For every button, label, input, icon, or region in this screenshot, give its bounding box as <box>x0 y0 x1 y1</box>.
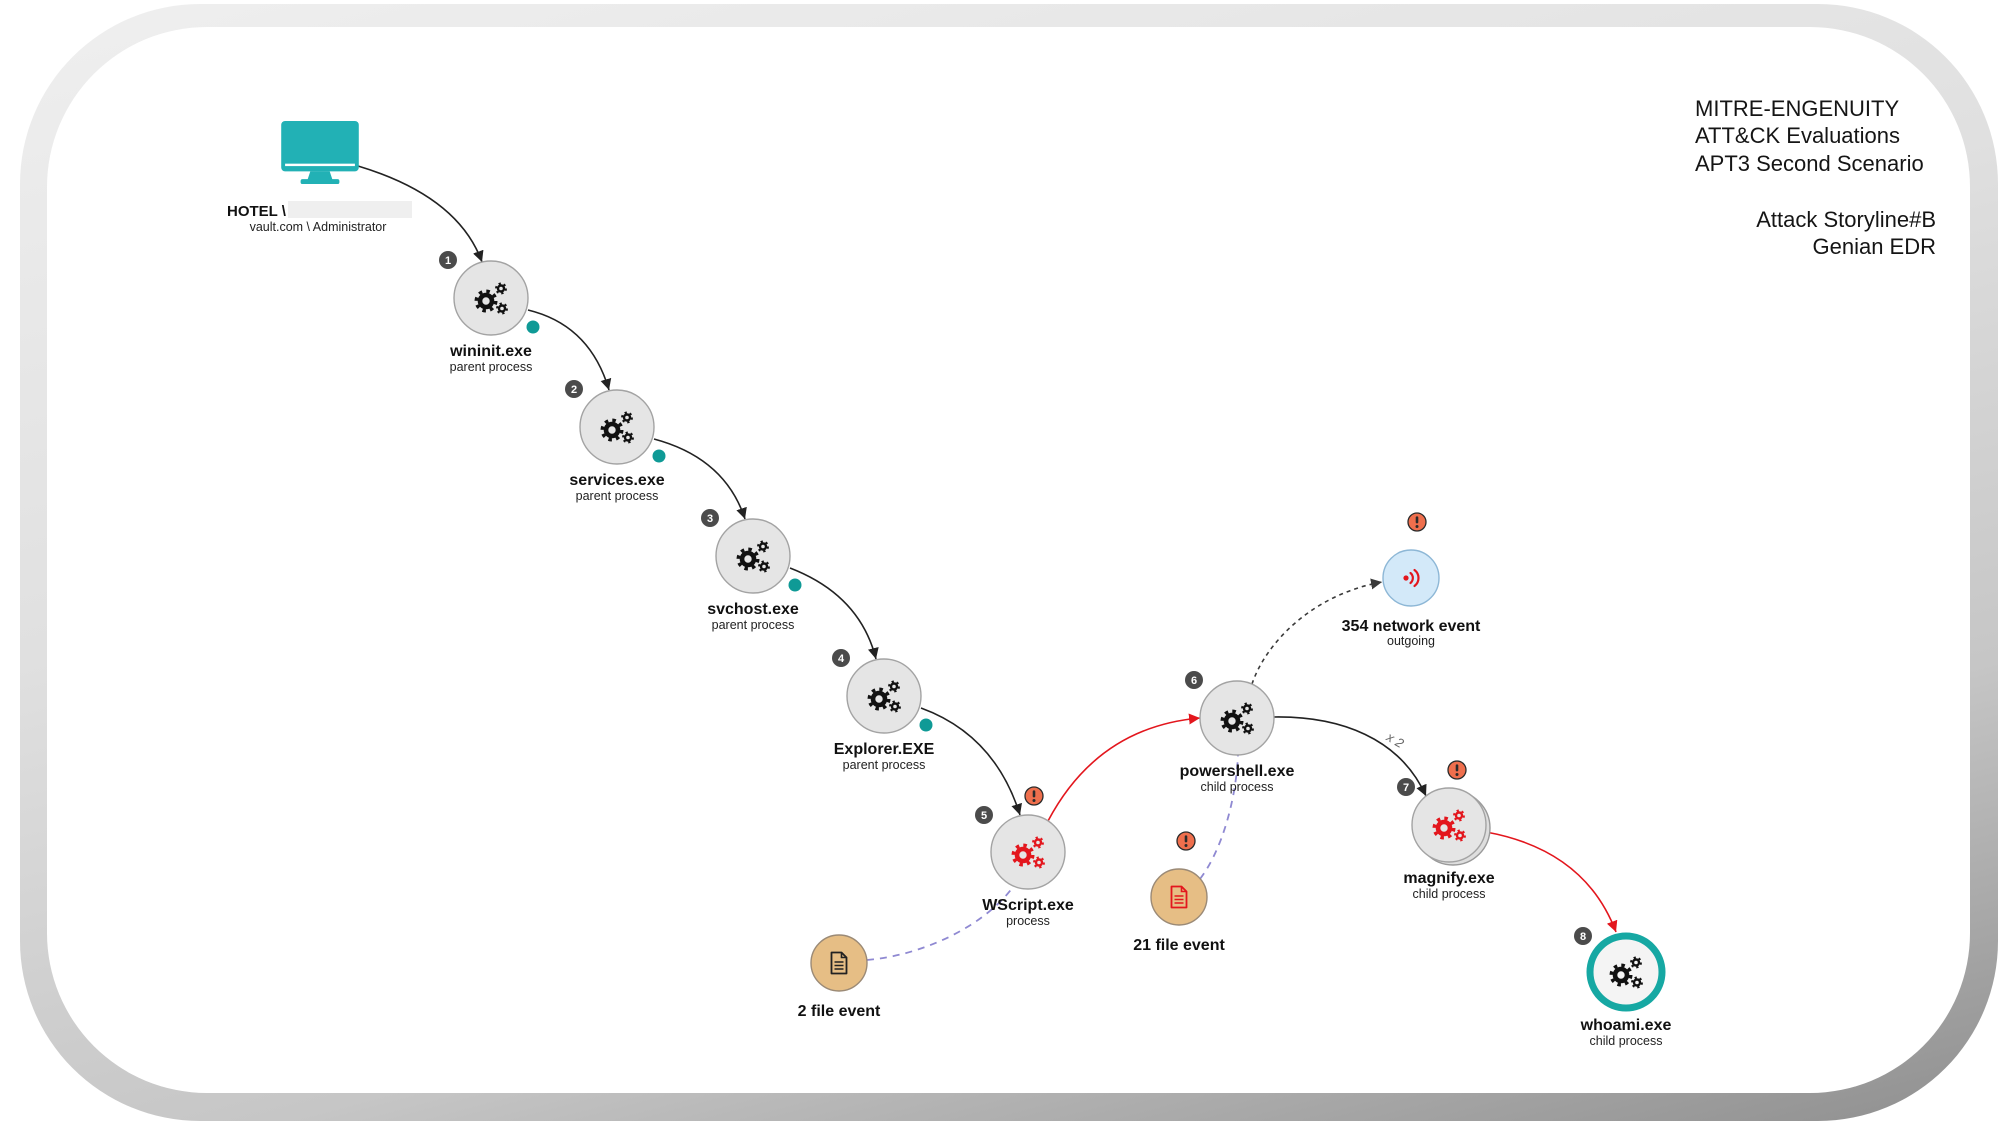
step-number: 6 <box>1191 675 1197 687</box>
host-node[interactable]: HOTEL \ vault.com \ Administrator <box>227 121 412 234</box>
edge-wscript-to-powershell <box>1047 713 1201 822</box>
process-name: magnify.exe <box>1403 870 1494 887</box>
process-name: Explorer.EXE <box>834 741 935 758</box>
edge-magnify-to-whoami <box>1485 831 1618 933</box>
process-node-explorer[interactable]: 4 Explorer.EXE parent process <box>832 649 935 772</box>
host-name: HOTEL \ <box>227 203 287 220</box>
edge-host-to-wininit <box>357 165 484 263</box>
node-circle <box>1382 549 1440 607</box>
process-name: powershell.exe <box>1180 763 1295 780</box>
edge-explorer-to-wscript <box>920 707 1022 816</box>
step-number: 8 <box>1580 931 1586 943</box>
step-badge <box>439 251 457 269</box>
step-number: 5 <box>981 810 987 822</box>
process-role: parent process <box>712 618 795 632</box>
step-number: 1 <box>445 255 451 267</box>
status-dot <box>652 449 666 463</box>
edges: x 2 <box>357 165 1618 961</box>
process-name: WScript.exe <box>982 897 1074 914</box>
file-event-node[interactable]: 21 file event <box>1133 831 1225 954</box>
node-circle <box>810 934 868 992</box>
file-event-node[interactable]: 2 file event <box>798 934 881 1020</box>
alert-icon <box>1407 512 1427 532</box>
step-number: 3 <box>707 513 713 525</box>
process-role: child process <box>1413 887 1486 901</box>
alert-icon <box>1024 786 1044 806</box>
alert-icon <box>1447 760 1467 780</box>
step-badge <box>832 649 850 667</box>
storyline-label: Attack Storyline#B <box>1756 207 1936 232</box>
edge-services-to-svchost <box>653 438 747 520</box>
file-event-label: 21 file event <box>1133 937 1225 954</box>
process-name: wininit.exe <box>449 343 532 360</box>
process-role: process <box>1006 914 1050 928</box>
edge-powershell-to-network <box>1251 578 1383 685</box>
edge-wininit-to-services <box>527 309 612 391</box>
process-node-magnify[interactable]: 7 magnify.exe child process <box>1397 760 1495 901</box>
process-node-wininit[interactable]: 1 wininit.exe parent process <box>439 251 540 374</box>
edge-powershell-to-magnify <box>1273 716 1427 797</box>
node-circle <box>1150 868 1208 926</box>
process-node-powershell[interactable]: 6 powershell.exe child process <box>1180 671 1295 794</box>
process-name: whoami.exe <box>1580 1017 1672 1034</box>
process-node-svchost[interactable]: 3 svchost.exe parent process <box>701 509 802 632</box>
process-node-whoami[interactable]: 8 whoami.exe child process <box>1574 927 1671 1048</box>
status-dot <box>788 578 802 592</box>
step-badge <box>565 380 583 398</box>
edge-svchost-to-explorer <box>789 567 879 660</box>
process-role: parent process <box>450 360 533 374</box>
product-label: Genian EDR <box>1812 234 1936 259</box>
process-name: svchost.exe <box>707 601 799 618</box>
step-badge <box>1397 778 1415 796</box>
alert-icon <box>1176 831 1196 851</box>
step-badge <box>1185 671 1203 689</box>
status-dot <box>526 320 540 334</box>
file-event-label: 2 file event <box>798 1003 881 1020</box>
process-role: child process <box>1201 780 1274 794</box>
title-block: MITRE-ENGENUITY ATT&CK Evaluations APT3 … <box>1695 96 1936 259</box>
process-node-wscript[interactable]: 5 WScript.exe process <box>975 786 1074 928</box>
process-name: services.exe <box>569 472 664 489</box>
redacted-hostname <box>288 201 412 218</box>
network-event-direction: outgoing <box>1387 634 1435 648</box>
title-line-organization: MITRE-ENGENUITY <box>1695 96 1899 121</box>
step-number: 7 <box>1403 782 1409 794</box>
network-event-label: 354 network event <box>1342 618 1481 635</box>
step-badge <box>1574 927 1592 945</box>
process-role: child process <box>1590 1034 1663 1048</box>
monitor-icon <box>281 121 359 185</box>
process-role: parent process <box>576 489 659 503</box>
status-dot <box>919 718 933 732</box>
step-number: 4 <box>838 653 845 665</box>
process-role: parent process <box>843 758 926 772</box>
step-badge <box>701 509 719 527</box>
network-event-node[interactable]: 354 network event outgoing <box>1342 512 1481 648</box>
host-account: vault.com \ Administrator <box>250 220 387 234</box>
title-line-evaluation: ATT&CK Evaluations <box>1695 123 1900 148</box>
step-badge <box>975 806 993 824</box>
process-node-services[interactable]: 2 services.exe parent process <box>565 380 666 503</box>
title-line-scenario: APT3 Second Scenario <box>1695 151 1924 176</box>
step-number: 2 <box>571 384 577 396</box>
